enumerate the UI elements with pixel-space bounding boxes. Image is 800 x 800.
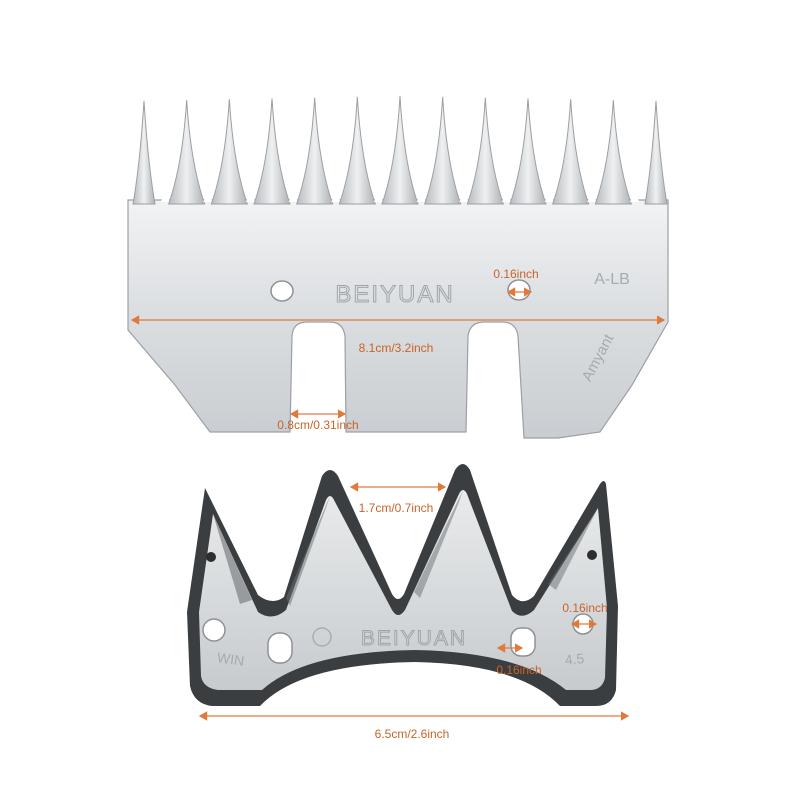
comb-teeth bbox=[132, 95, 668, 205]
comb-tooth bbox=[132, 100, 156, 205]
comb-groove bbox=[416, 194, 427, 202]
cutter-facet-2 bbox=[286, 496, 330, 606]
comb-tooth bbox=[423, 96, 462, 205]
cutter-right-mark: 4.5 bbox=[564, 650, 585, 668]
cutter-hole-center-label: 0.16inch bbox=[496, 663, 541, 677]
comb-tooth bbox=[509, 98, 547, 205]
comb-tooth bbox=[644, 100, 668, 205]
comb-tooth bbox=[167, 99, 206, 205]
comb-dimensions: 8.1cm/3.2inch 0.8cm/0.31inch 0.16inch bbox=[130, 267, 666, 432]
cutter-brand: BEIYUAN bbox=[361, 627, 467, 650]
comb-tooth bbox=[210, 99, 249, 205]
cutter-hole-left bbox=[202, 618, 226, 642]
comb-groove bbox=[160, 194, 171, 202]
comb-hole-label: 0.16inch bbox=[493, 267, 538, 281]
comb-tooth bbox=[594, 99, 633, 205]
comb-groove bbox=[501, 194, 512, 202]
comb-groove bbox=[203, 194, 213, 202]
comb-tooth bbox=[253, 98, 291, 205]
cutter-width-label: 6.5cm/2.6inch bbox=[375, 727, 450, 741]
cutter-hole-center-left bbox=[267, 632, 293, 664]
comb-groove bbox=[245, 194, 256, 202]
cutter-hole-right-label: 0.16inch bbox=[562, 601, 607, 615]
comb-hole-right bbox=[507, 279, 531, 301]
comb-brand: BEIYUAN bbox=[335, 281, 454, 308]
cutter-pin-left bbox=[206, 552, 216, 562]
comb-tooth bbox=[551, 99, 590, 205]
cutter-dimensions: 1.7cm/0.7inch 0.16inch 0.16inch 6.5cm/2.… bbox=[198, 482, 630, 741]
cutter-facet-3 bbox=[414, 490, 463, 598]
cutter-pin-right bbox=[587, 550, 597, 560]
cutter-hole-center-right bbox=[510, 627, 536, 657]
comb-groove bbox=[459, 194, 469, 202]
cutter-spacing-label: 1.7cm/0.7inch bbox=[359, 501, 434, 515]
comb-groove bbox=[544, 194, 555, 202]
comb-groove bbox=[331, 194, 341, 202]
comb-tooth bbox=[381, 95, 419, 205]
cutter-logo bbox=[312, 627, 332, 647]
comb-slot-label: 0.8cm/0.31inch bbox=[277, 418, 358, 432]
cutter-left-mark: WIN bbox=[216, 649, 245, 669]
comb-groove bbox=[373, 194, 384, 202]
comb-body bbox=[127, 199, 669, 439]
comb-hole-left bbox=[270, 280, 294, 302]
comb-groove bbox=[629, 194, 640, 202]
comb-groove bbox=[288, 194, 299, 202]
comb-groove bbox=[587, 194, 597, 202]
comb-tooth bbox=[295, 97, 334, 205]
comb-blade: BEIYUAN A-LB Amyant bbox=[127, 95, 669, 439]
comb-tooth bbox=[466, 97, 505, 205]
cutter-facet-4 bbox=[548, 508, 598, 590]
cutter-facet-1 bbox=[213, 514, 252, 604]
comb-model: A-LB bbox=[594, 271, 630, 288]
comb-width-label: 8.1cm/3.2inch bbox=[359, 341, 434, 355]
cutter-face bbox=[199, 490, 607, 690]
comb-tooth bbox=[338, 96, 377, 205]
